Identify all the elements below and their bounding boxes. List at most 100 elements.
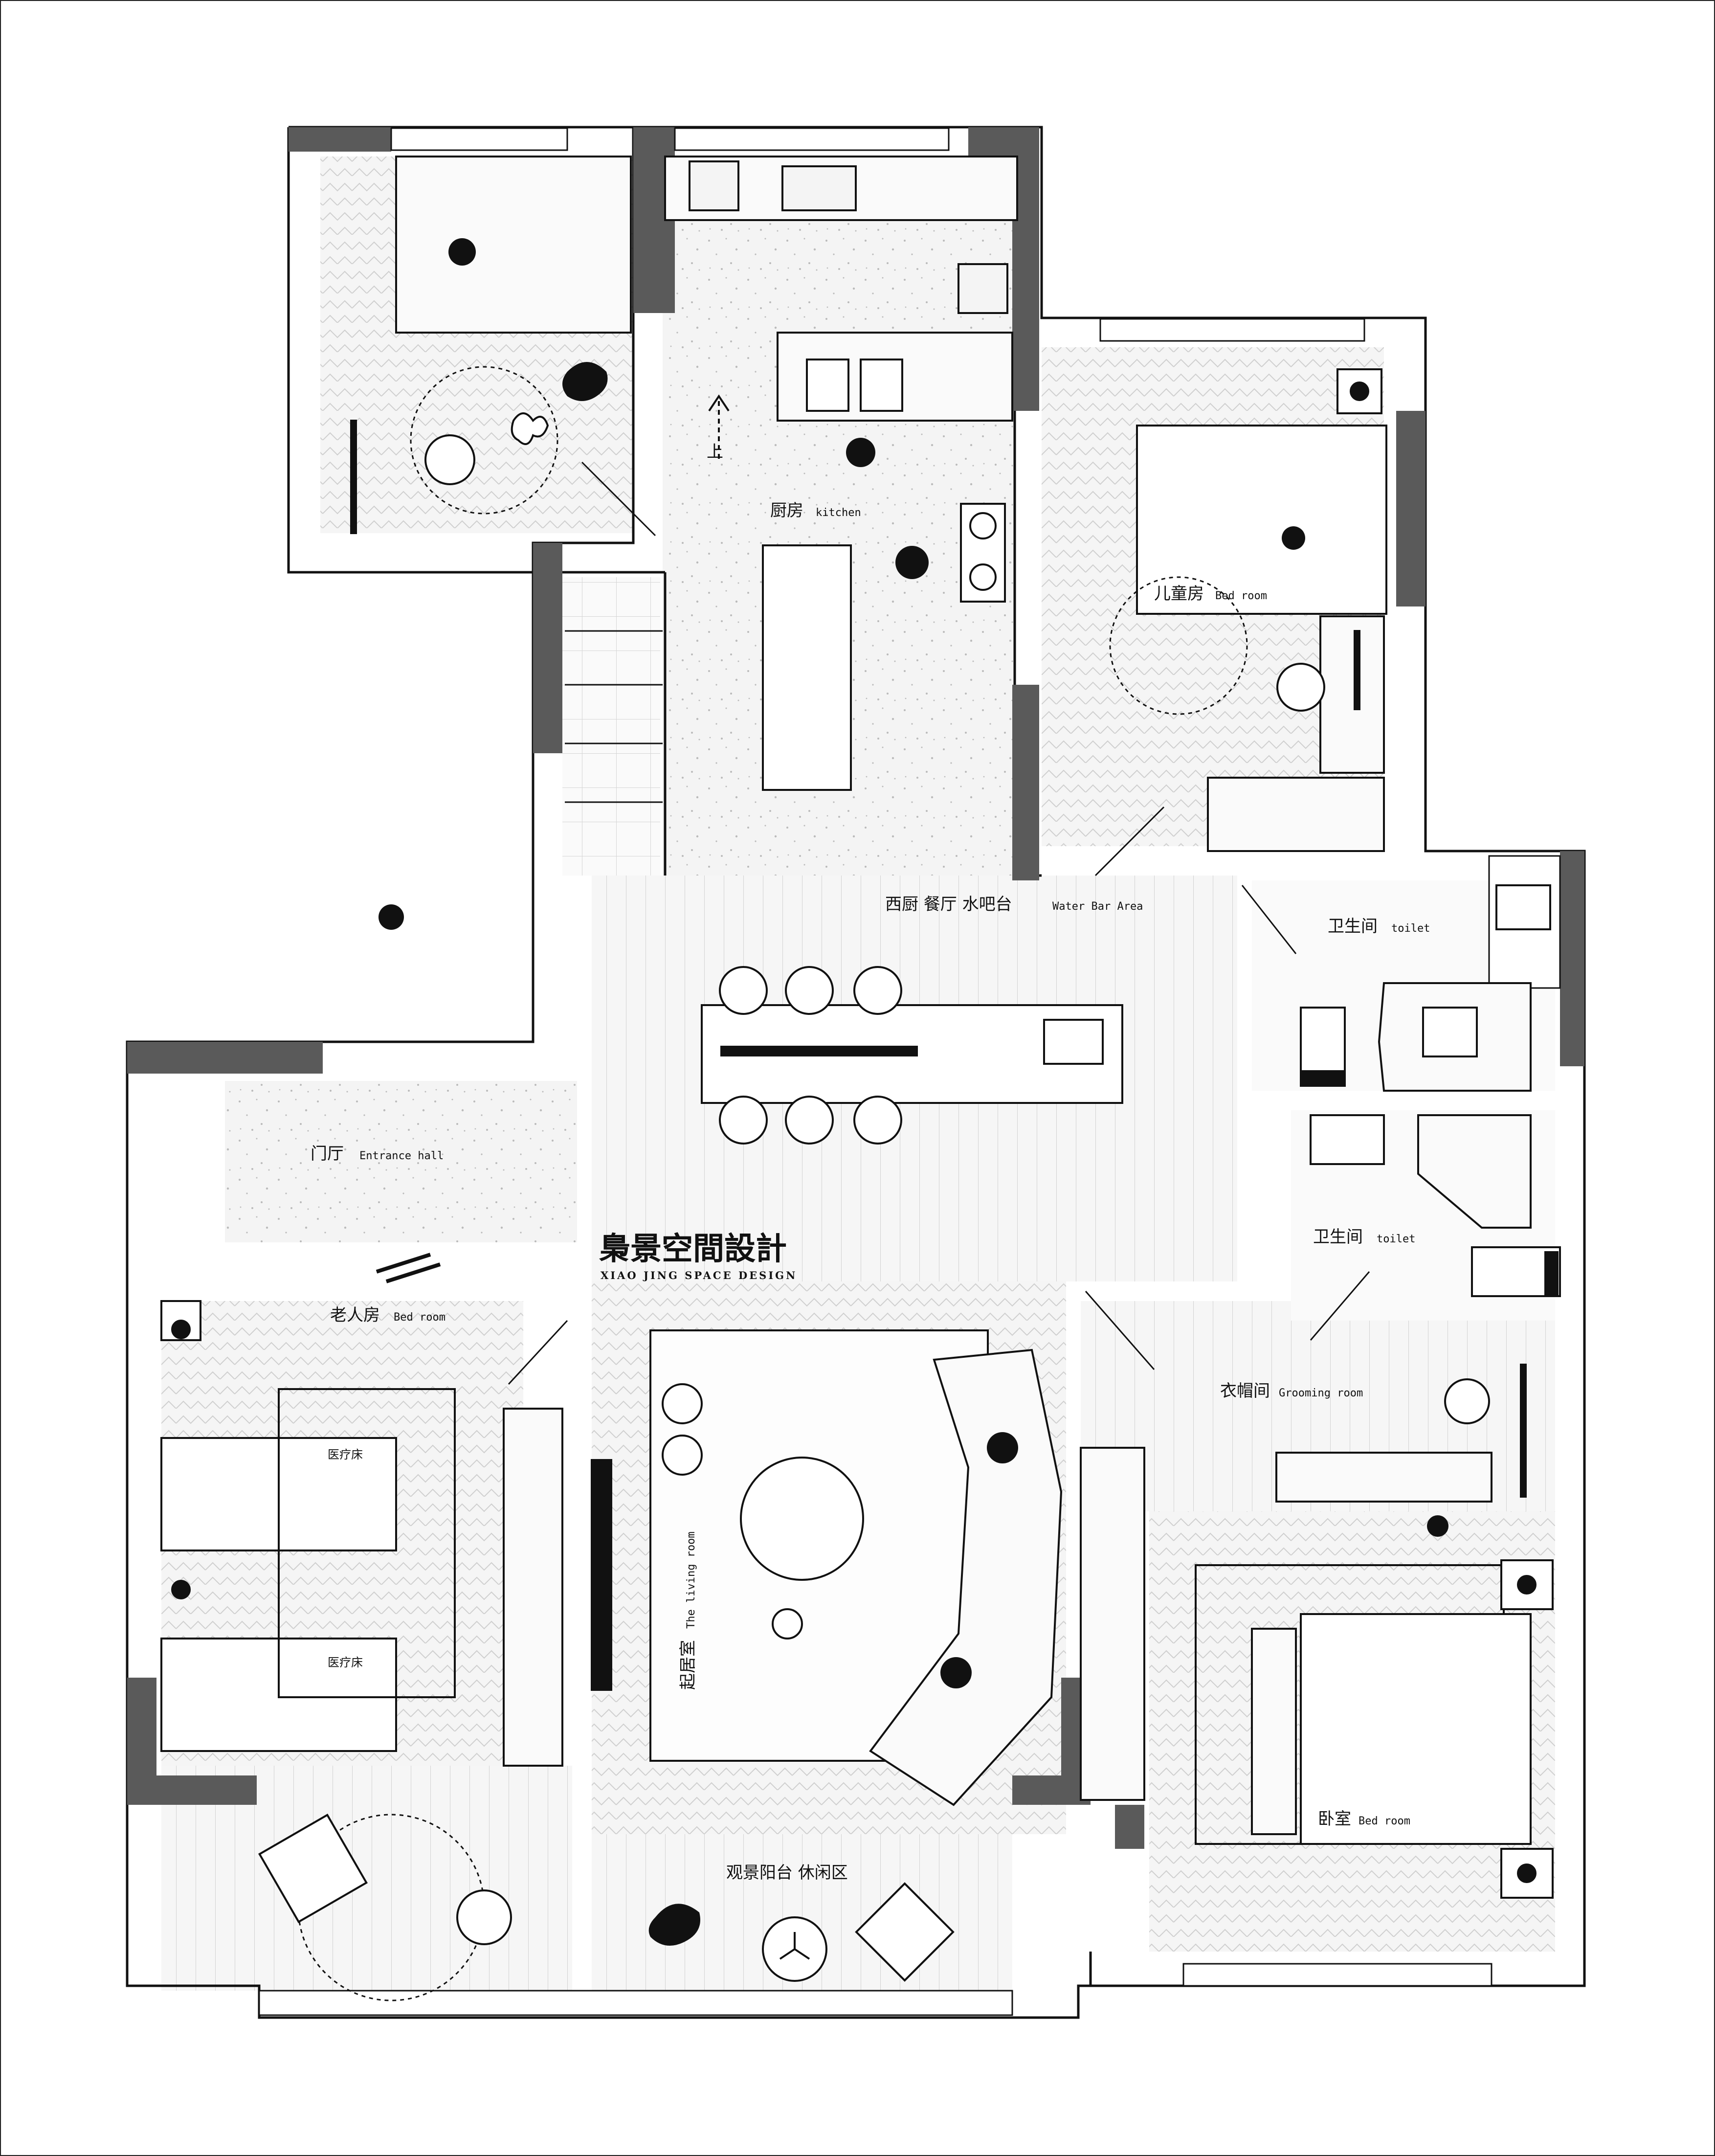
toilet-seat bbox=[1422, 1007, 1478, 1057]
kids-bed bbox=[1136, 425, 1387, 615]
window bbox=[390, 127, 568, 151]
elder-room-furniture bbox=[160, 1300, 563, 1767]
dining-label: 西厨 餐厅 水吧台 bbox=[885, 895, 1012, 914]
person-icon bbox=[379, 904, 404, 930]
range-hood bbox=[781, 165, 857, 211]
bed bbox=[395, 156, 632, 334]
person-icon bbox=[448, 238, 476, 266]
rug bbox=[410, 366, 558, 515]
lamp-icon bbox=[171, 1580, 191, 1599]
tv bbox=[591, 1459, 612, 1691]
chair bbox=[785, 966, 834, 1015]
stool bbox=[662, 1383, 703, 1424]
person-icon bbox=[1282, 526, 1305, 550]
table-inlay bbox=[720, 1046, 918, 1056]
medical-bed-label: 医疗床 bbox=[328, 1656, 363, 1669]
toilet-fixtures bbox=[1300, 884, 1561, 1297]
kids-room-label-en: Bed room bbox=[1215, 590, 1267, 602]
chair bbox=[1276, 663, 1325, 712]
door bbox=[508, 1320, 568, 1385]
lamp-icon bbox=[171, 1320, 191, 1339]
door bbox=[1094, 806, 1165, 876]
rug bbox=[278, 1388, 456, 1698]
wall bbox=[289, 127, 391, 152]
appliance bbox=[958, 263, 1008, 314]
washbasin bbox=[1495, 884, 1551, 930]
bar-sink bbox=[1043, 1019, 1104, 1065]
chair bbox=[719, 966, 768, 1015]
window bbox=[1182, 1963, 1492, 1987]
dog-icon bbox=[562, 362, 608, 401]
sink-right bbox=[860, 359, 903, 412]
wall bbox=[1012, 685, 1039, 880]
study-furniture bbox=[350, 156, 632, 534]
view-balcony-furniture bbox=[762, 1882, 955, 1982]
person-icon bbox=[846, 438, 875, 467]
coffee-table bbox=[740, 1457, 864, 1581]
chair bbox=[853, 1096, 902, 1145]
wall-shelf bbox=[350, 420, 357, 534]
chair bbox=[424, 434, 475, 485]
grooming-label: 衣帽间 bbox=[1220, 1381, 1270, 1401]
wardrobe bbox=[503, 1408, 563, 1767]
elder-balcony-furniture bbox=[258, 1813, 512, 2001]
toilet-1-label: 卫生间 bbox=[1328, 917, 1378, 936]
wall bbox=[1115, 1805, 1144, 1849]
stool bbox=[1444, 1378, 1490, 1424]
decor bbox=[511, 412, 549, 445]
living-room-label-en: The living room bbox=[685, 1531, 697, 1629]
chair bbox=[719, 1096, 768, 1145]
stair-floor bbox=[562, 577, 660, 876]
door bbox=[1241, 885, 1297, 954]
burner bbox=[969, 512, 997, 539]
chair bbox=[456, 1889, 512, 1945]
grooming-furniture bbox=[1080, 1364, 1527, 1801]
appliance bbox=[689, 160, 739, 211]
medical-bed-label: 医疗床 bbox=[328, 1448, 363, 1461]
lamp-icon bbox=[1517, 1864, 1537, 1883]
shelf-edge bbox=[1520, 1364, 1527, 1498]
lamp-icon bbox=[1350, 382, 1369, 401]
rug bbox=[1109, 576, 1248, 715]
lamp-icon bbox=[1517, 1575, 1537, 1595]
desk-edge bbox=[1354, 630, 1360, 710]
entrance-floor bbox=[225, 1081, 577, 1242]
toilet-2-label-en: toilet bbox=[1377, 1233, 1415, 1245]
master-room-label-en: Bed room bbox=[1359, 1815, 1410, 1827]
master-room-label: 卧室 bbox=[1318, 1809, 1351, 1829]
brand-logo: 梟景空間設計 XIAO JING SPACE DESIGN bbox=[599, 1231, 797, 1281]
chair bbox=[785, 1096, 834, 1145]
side-table bbox=[772, 1608, 803, 1639]
person-icon bbox=[895, 546, 929, 579]
lounge-chair bbox=[258, 1813, 368, 1924]
brand-name-en: XIAO JING SPACE DESIGN bbox=[601, 1269, 797, 1281]
wall bbox=[1560, 851, 1584, 1066]
window bbox=[258, 1990, 1013, 2016]
grooming-label-en: Grooming room bbox=[1279, 1387, 1363, 1399]
door bbox=[581, 461, 656, 537]
master-bed bbox=[1300, 1613, 1532, 1845]
washbasin bbox=[1310, 1114, 1385, 1165]
sofa bbox=[869, 1348, 1063, 1806]
cabinet-base bbox=[1300, 1070, 1346, 1087]
people bbox=[379, 238, 1448, 1688]
dining-furniture bbox=[701, 966, 1123, 1145]
chair bbox=[853, 966, 902, 1015]
balcony-label: 观景阳台 休闲区 bbox=[726, 1863, 848, 1883]
stool bbox=[662, 1435, 703, 1476]
toilet-2-label: 卫生间 bbox=[1313, 1227, 1363, 1247]
room-labels: 厨房 kitchen 儿童房 Bed room 西厨 餐厅 水吧台 Water … bbox=[311, 501, 1430, 1883]
dining-label-en: Water Bar Area bbox=[1052, 900, 1143, 913]
up-arrow-icon bbox=[708, 394, 730, 460]
elder-room-label-en: Bed room bbox=[394, 1311, 445, 1324]
sink-left bbox=[806, 359, 849, 412]
kitchen-label: 厨房 bbox=[770, 501, 803, 520]
door bbox=[1085, 1291, 1155, 1370]
wall bbox=[127, 1775, 257, 1805]
wall bbox=[533, 543, 562, 753]
table-set bbox=[855, 1882, 955, 1982]
stairs bbox=[565, 630, 663, 803]
kids-room-label: 儿童房 bbox=[1154, 584, 1204, 604]
wardrobe bbox=[1080, 1447, 1145, 1801]
